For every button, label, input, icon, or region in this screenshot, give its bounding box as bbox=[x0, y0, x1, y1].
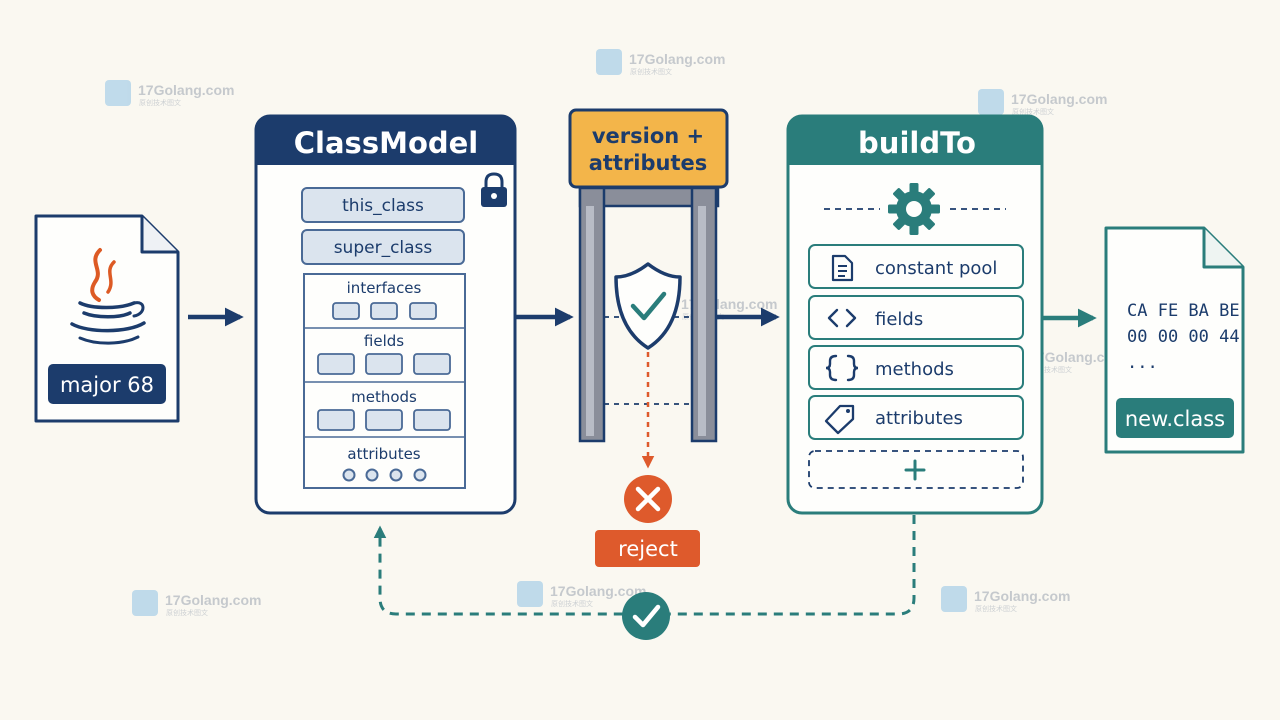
interfaces-slots bbox=[332, 302, 437, 320]
java-logo-icon bbox=[70, 248, 146, 345]
buildto-title: buildTo bbox=[858, 126, 976, 160]
new-class-label: new.class bbox=[1125, 407, 1225, 431]
super-class-label: super_class bbox=[334, 238, 433, 258]
tag-icon bbox=[824, 404, 855, 435]
attributes-label: attributes bbox=[347, 445, 420, 463]
attributes-item-label: attributes bbox=[875, 408, 963, 429]
fields-slots bbox=[317, 353, 451, 375]
bytes-ellipsis: ... bbox=[1127, 353, 1158, 373]
fields-label: fields bbox=[364, 332, 404, 350]
methods-item-label: methods bbox=[875, 359, 954, 380]
this-class-field bbox=[301, 187, 465, 223]
watermark-subtext: 原创技术图文 bbox=[551, 599, 593, 608]
document-icon bbox=[831, 254, 854, 282]
methods-label: methods bbox=[351, 388, 417, 406]
attributes-dots bbox=[342, 468, 427, 482]
watermark-text: 17Golang.com bbox=[1011, 91, 1107, 107]
buildto-card: buildTo constant pool bbox=[786, 114, 1044, 515]
fields-item-label: fields bbox=[875, 309, 923, 330]
this-class-label: this_class bbox=[342, 196, 424, 216]
constant-pool-label: constant pool bbox=[875, 258, 997, 279]
watermark-subtext: 原创技术图文 bbox=[1030, 365, 1072, 374]
methods-item bbox=[808, 345, 1024, 390]
watermark-text: 17Golang.com bbox=[1029, 349, 1125, 365]
version-bytes: 00 00 00 44 bbox=[1127, 327, 1240, 347]
attributes-item bbox=[808, 395, 1024, 440]
check-circle-icon bbox=[622, 592, 670, 640]
classmodel-title: ClassModel bbox=[294, 126, 478, 160]
lock-icon bbox=[481, 172, 507, 207]
major-version-badge bbox=[48, 364, 166, 404]
super-class-field bbox=[301, 229, 465, 265]
watermark-text: 17Golang.com bbox=[629, 51, 725, 67]
output-class-file: CA FE BA BE 00 00 00 44 ... new.class bbox=[1104, 226, 1245, 454]
watermark-subtext: 原创技术图文 bbox=[139, 98, 181, 107]
reject-label: reject bbox=[618, 537, 678, 561]
x-circle-icon bbox=[624, 475, 672, 523]
curly-braces-icon bbox=[825, 354, 859, 382]
gear-icon bbox=[888, 183, 940, 235]
reject-badge bbox=[595, 530, 700, 567]
watermark-text: 17Golang.com bbox=[550, 583, 646, 599]
add-item-slot bbox=[808, 450, 1024, 489]
watermark-text: 17Golang.com bbox=[138, 82, 234, 98]
watermark-subtext: 原创技术图文 bbox=[166, 608, 208, 617]
watermark-text: 17Golang.com bbox=[165, 592, 261, 608]
constant-pool-item bbox=[808, 244, 1024, 289]
classmodel-card: ClassModel this_class super_class interf… bbox=[254, 114, 517, 515]
methods-slots bbox=[317, 409, 451, 431]
watermark-text: 17Golang.com bbox=[974, 588, 1070, 604]
gate-sign-line1: version + bbox=[592, 124, 704, 148]
source-class-file: major 68 bbox=[34, 214, 180, 423]
watermark-subtext: 原创技术图文 bbox=[975, 604, 1017, 613]
validation-gate: version + attributes bbox=[568, 108, 729, 443]
interfaces-label: interfaces bbox=[347, 279, 422, 297]
plus-icon bbox=[904, 459, 926, 481]
gate-sign bbox=[568, 108, 729, 189]
code-brackets-icon bbox=[827, 308, 857, 328]
watermark-subtext: 原创技术图文 bbox=[1012, 107, 1054, 116]
watermark-subtext: 原创技术图文 bbox=[630, 67, 672, 76]
new-class-badge bbox=[1116, 398, 1234, 438]
shield-check-icon bbox=[614, 262, 682, 350]
magic-bytes: CA FE BA BE bbox=[1127, 301, 1240, 321]
fields-item bbox=[808, 295, 1024, 340]
gate-sign-line2: attributes bbox=[589, 151, 708, 175]
major-version-label: major 68 bbox=[60, 373, 154, 397]
